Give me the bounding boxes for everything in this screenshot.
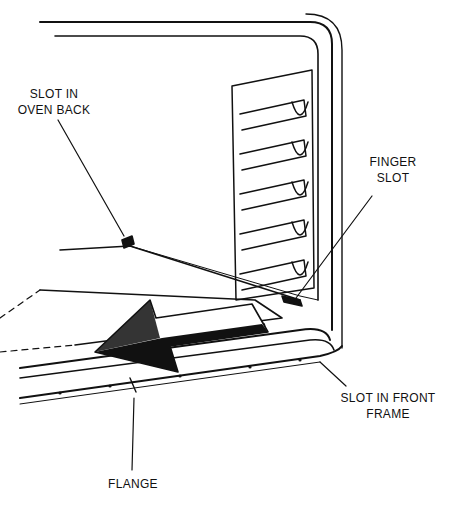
rack-ridge: [240, 180, 306, 210]
rack-ridge: [240, 100, 306, 130]
rack-ridge: [292, 222, 308, 235]
part-label: SLOT IN FRONT FRAME: [340, 390, 436, 422]
rack-ridge: [292, 102, 308, 115]
part-label: SLOT IN OVEN BACK: [12, 86, 96, 118]
part-label: FLANGE: [98, 476, 168, 492]
part-label: FINGER SLOT: [354, 154, 432, 186]
rack-ridge: [240, 220, 306, 250]
rack-ridge: [292, 262, 308, 275]
rack-ridge: [240, 260, 306, 290]
rack-ridge: [240, 140, 306, 170]
rack-ridge: [292, 142, 308, 155]
rack-ridge: [292, 182, 308, 195]
